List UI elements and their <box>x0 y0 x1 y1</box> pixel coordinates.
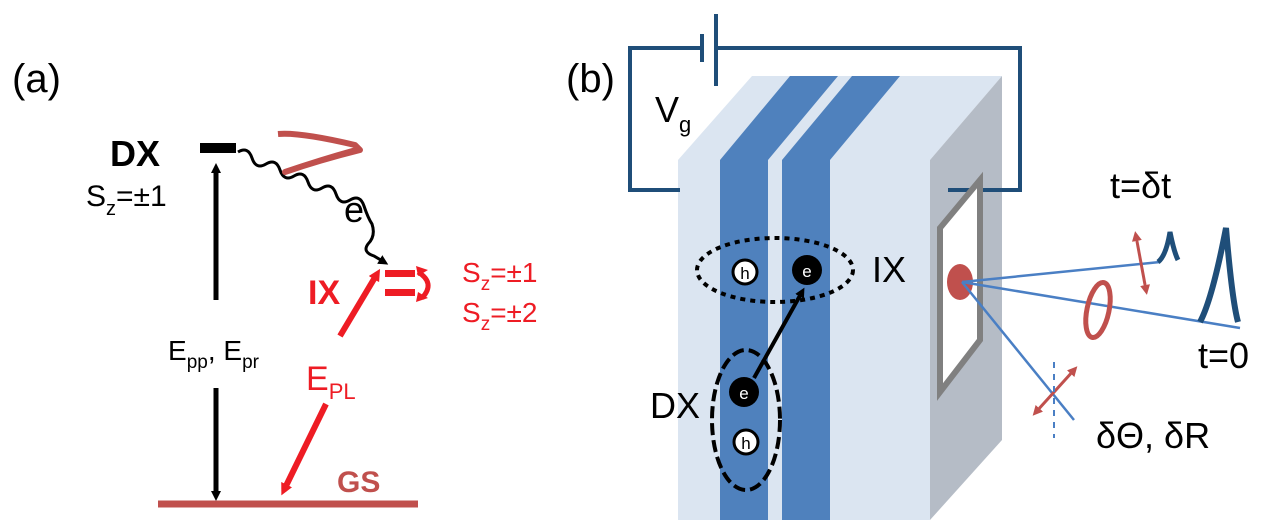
ix-hole-circle <box>731 258 759 286</box>
quantum-well-left-top <box>720 76 838 160</box>
time-delayed-label: t=δt <box>1110 165 1171 206</box>
gate-voltage-label: Vg <box>655 89 691 137</box>
delay-double-arrow <box>1131 231 1151 295</box>
dx-hole-label: h <box>741 434 750 453</box>
quantum-well-right-top <box>782 76 900 160</box>
probe-ray-initial <box>961 280 1241 330</box>
pl-up-arrow <box>337 268 381 338</box>
dx-level-label: DX <box>110 133 160 174</box>
probe-ray-delayed <box>961 260 1161 284</box>
pump-probe-label: Epp, Epr <box>168 335 260 373</box>
quantum-well-right <box>782 160 830 520</box>
ix-level-label: IX <box>308 274 340 312</box>
delayed-pulse-icon <box>1156 231 1181 264</box>
gate-wire-left <box>628 46 700 192</box>
electron-tunneling-wave <box>237 148 389 265</box>
laser-spot <box>947 264 973 300</box>
dx-hole-circle <box>732 428 760 456</box>
quantum-well-left <box>720 160 768 520</box>
ix-hole-label: h <box>740 264 749 283</box>
panel-a-tag: (a) <box>12 57 61 101</box>
ix-electron-label: e <box>802 262 811 281</box>
time-zero-label: t=0 <box>1198 335 1249 376</box>
pl-energy-label: EPL <box>306 360 356 404</box>
gs-label: GS <box>337 466 380 499</box>
pl-down-arrow <box>281 402 329 496</box>
ix-spin-flip-head-top <box>416 266 428 276</box>
panel-b: (b) Vg h e IX e h DX <box>566 14 1249 520</box>
initial-pulse-icon <box>1197 227 1241 324</box>
ix-spin-label-2: Sz=±2 <box>462 297 537 335</box>
dx-electron-label: e <box>739 384 748 403</box>
dx-label-b: DX <box>650 385 700 426</box>
ix-level-bar-upper <box>385 270 415 277</box>
dx-spin-label: Sz=±1 <box>86 180 167 220</box>
gate-wire-right <box>718 46 1022 192</box>
electron-tunnel-label: e <box>344 189 364 230</box>
pulse-shape-icon <box>277 130 363 175</box>
panel-b-tag: (b) <box>566 57 615 101</box>
ix-label-b: IX <box>872 249 906 290</box>
ix-exciton-outline <box>695 236 855 304</box>
ix-spin-label-1: Sz=±1 <box>462 257 537 295</box>
ix-electron-circle <box>792 255 822 285</box>
dx-exciton-outline <box>710 348 782 492</box>
panel-a: (a) DX Sz=±1 Epp, Epr GS e IX Sz=±1 Sz=±… <box>12 57 537 508</box>
ix-level-bar-lower <box>385 289 415 296</box>
rotation-label: δΘ, δR <box>1096 415 1210 456</box>
dx-level-bar <box>200 143 236 153</box>
dx-electron-circle <box>729 377 759 407</box>
electron-transfer-arrow <box>752 287 805 379</box>
polarization-ellipse-icon <box>1083 280 1113 340</box>
ix-spin-flip-head-bottom <box>416 292 428 302</box>
